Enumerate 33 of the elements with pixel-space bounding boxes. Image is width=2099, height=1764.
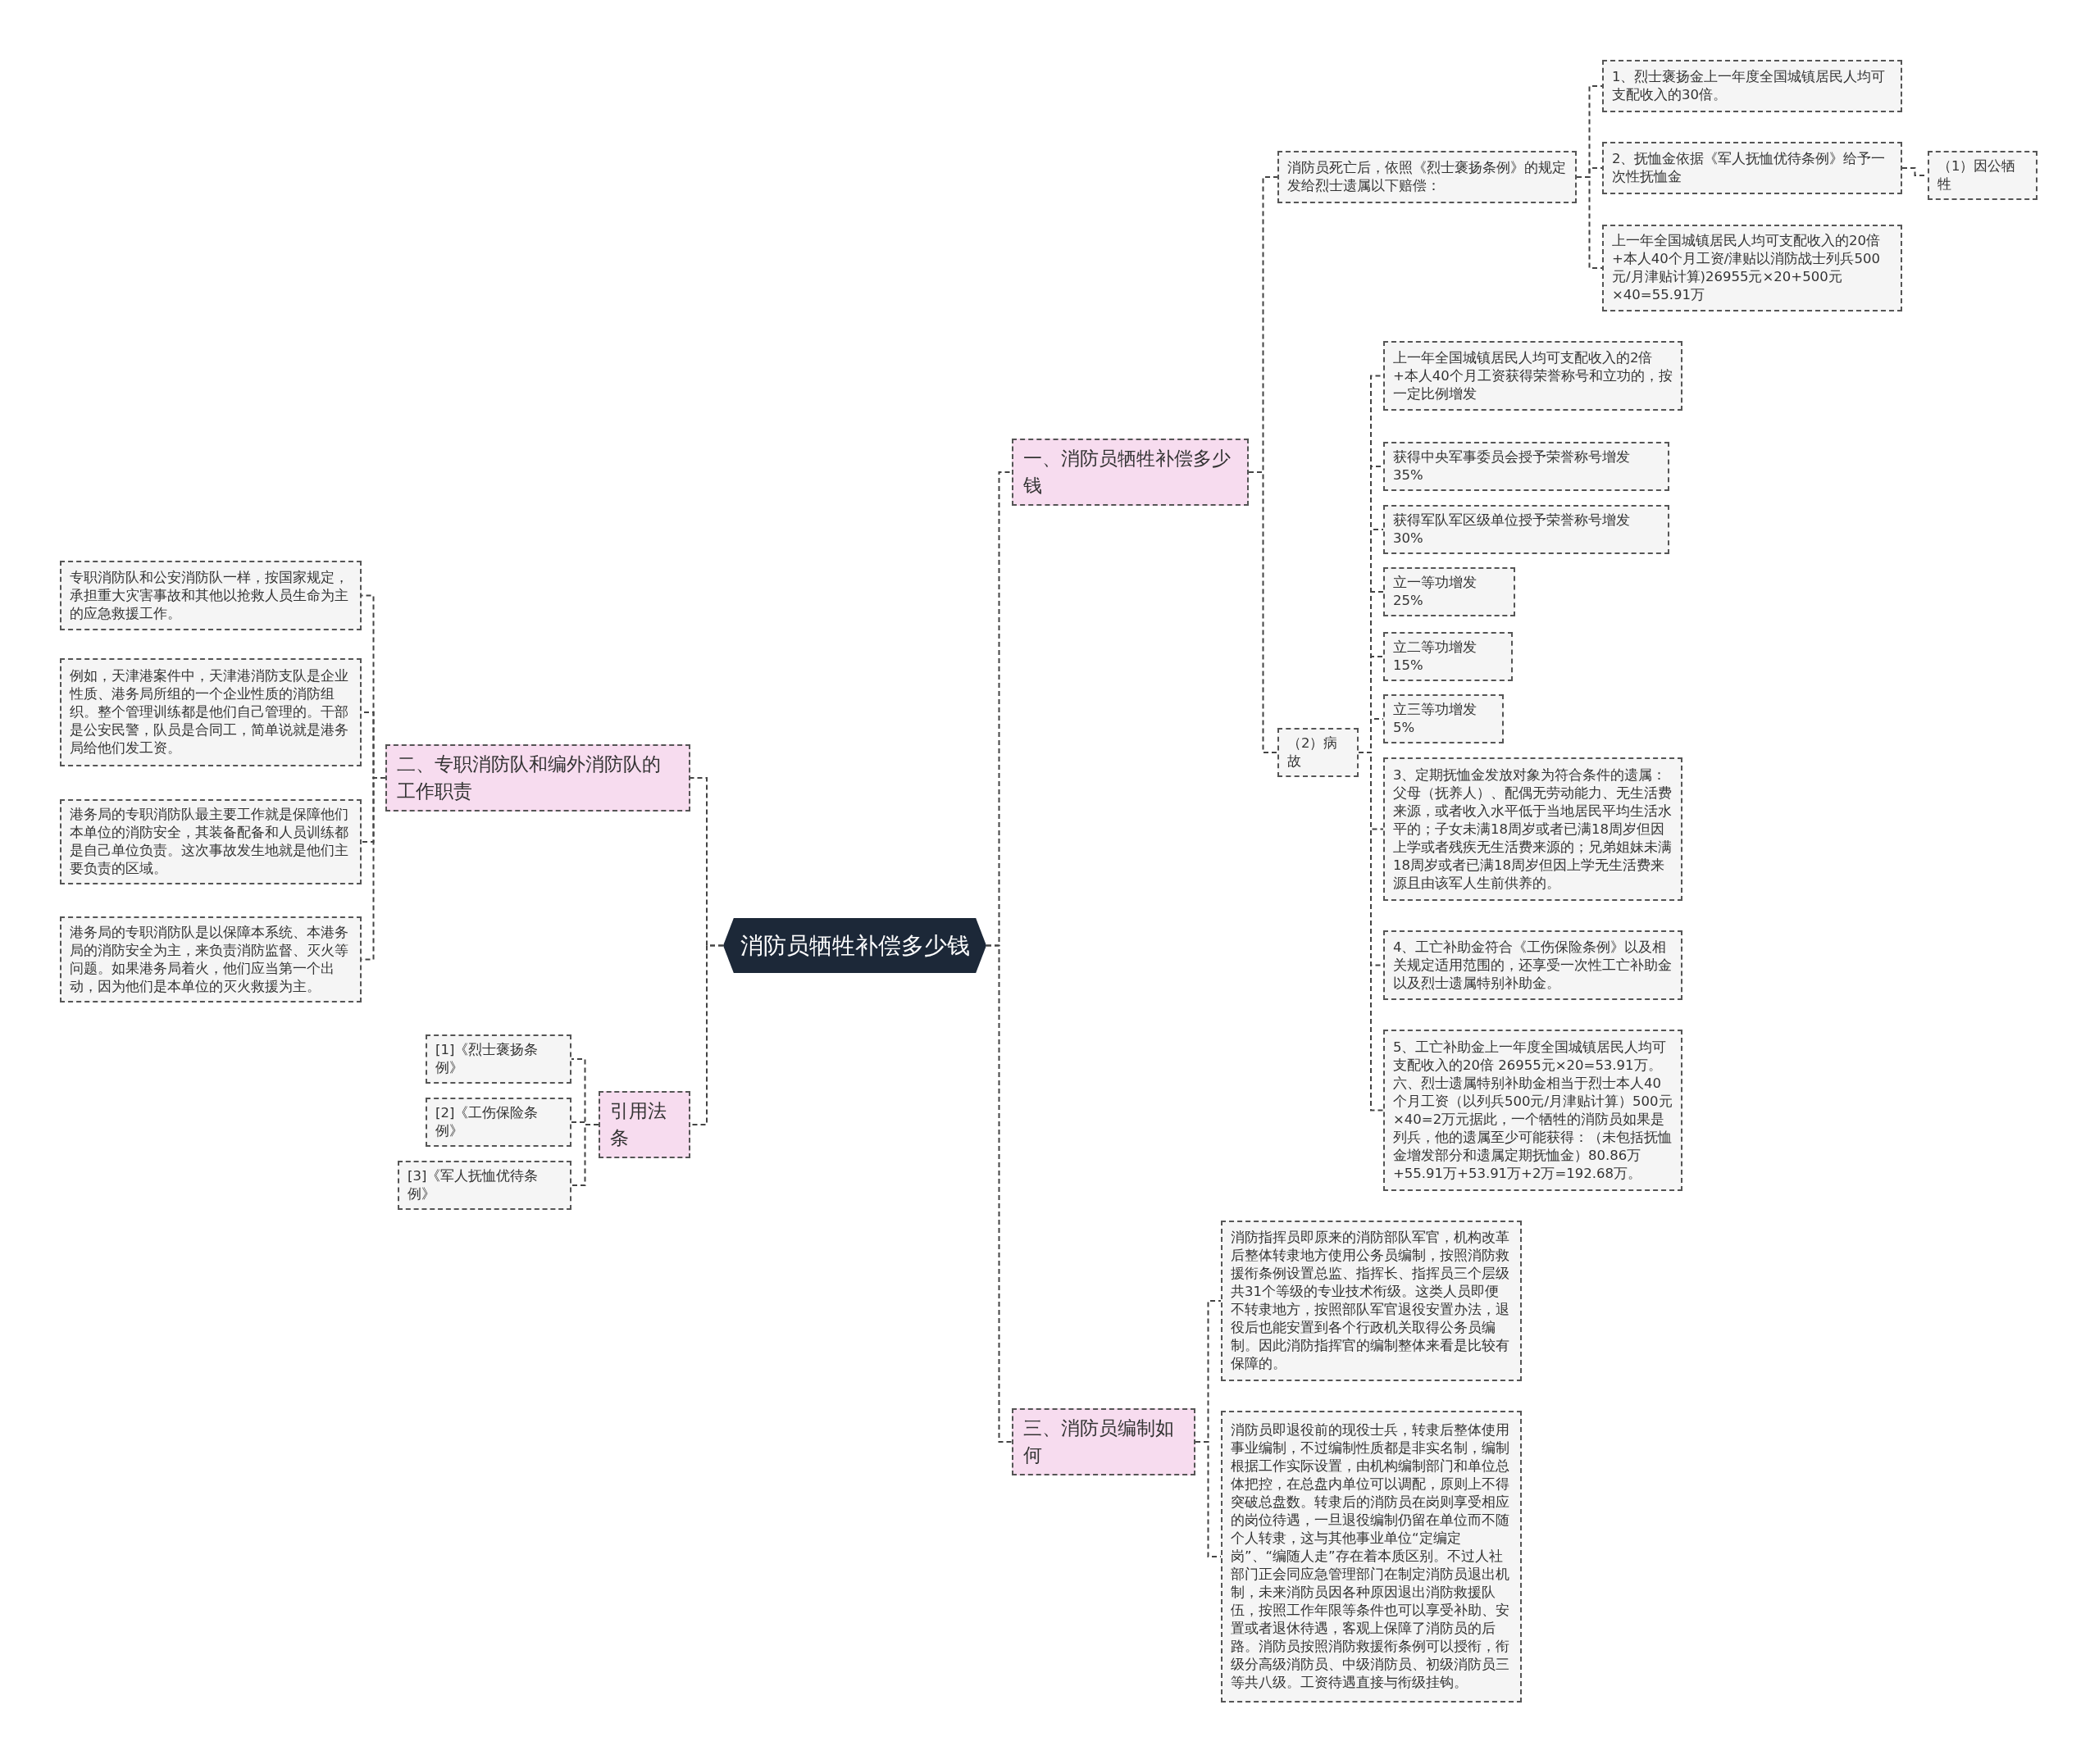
note-box: 消防指挥员即原来的消防部队军官，机构改革后整体转隶地方使用公务员编制，按照消防救援衔条例设置总监、指挥长、指挥员三个层级共31个等级的专业技术衔级。这类人员即便不转隶地方，按照部队军官退役安置办法，退役后也能安置到各个行政机关取得公务员编制。因此消防指挥官的编制整体来看是比较有保障的。 xyxy=(1221,1221,1522,1381)
connector-line xyxy=(986,944,1013,1443)
note-box: 港务局的专职消防队最主要工作就是保障他们本单位的消防安全，其装备配备和人员训练都是自己单位负责。这次事故发生地就是他们主要负责的区域。 xyxy=(60,799,362,884)
note-box: 上一年全国城镇居民人均可支配收入的20倍+本人40个月工资/津贴以消防战士列兵500元/月津贴计算)26955元×20+500元×40=55.91万 xyxy=(1602,225,1902,311)
note-box: 获得中央军事委员会授予荣誉称号增发35% xyxy=(1383,442,1669,491)
note-box: 上一年全国城镇居民人均可支配收入的2倍+本人40个月工资获得荣誉称号和立功的，按一定比例增发 xyxy=(1383,341,1682,411)
topic-box: 引用法条 xyxy=(599,1091,690,1158)
note-box: 2、抚恤金依据《军人抚恤优待条例》给予一次性抚恤金 xyxy=(1602,142,1902,194)
topic-box: 一、消防员牺牲补偿多少钱 xyxy=(1012,439,1249,506)
note-box: 消防员即退役前的现役士兵，转隶后整体使用事业编制，不过编制性质都是非实名制，编制根据工作实际设置，由机构编制部门和单位总体把控，在总盘内单位可以调配，原则上不得突破总盘数。转隶后的消防员在岗则享受相应的岗位待遇，一旦退役编制仍留在单位而不随个人转隶，这与其他事业单位“定编定岗”、“编随人走”存在着本质区别。不过人社部门正会同应急管理部门在制定消防员退出机制，未来消防员因各种原因退出消防救援队伍，按照工作年限等条件也可以享受补助、安置或者退休待遇，客观上保障了消防员的后路。消防员按照消防救援衔条例可以授衔，衔级分高级消防员、中级消防员、初级消防员三等共八级。工资待遇直接与衔级挂钩。 xyxy=(1221,1411,1522,1703)
note-box: 例如，天津港案件中，天津港消防支队是企业性质、港务局所组的一个企业性质的消防组织。整个管理训练都是他们自己管理的。干部是公安民警，队员是合同工，简单说就是港务局给他们发工资。 xyxy=(60,658,362,766)
note-box: 获得军队军区级单位授予荣誉称号增发30% xyxy=(1383,505,1669,554)
note-box: [3]《军人抚恤优待条例》 xyxy=(398,1161,571,1210)
note-box: 5、工亡补助金上一年度全国城镇居民人均可支配收入的20倍 26955元×20=53.91万。六、烈士遗属特别补助金相当于烈士本人40个月工资（以列兵500元/月津贴计算）500元×40=2万元据此，一个牺牲的消防员如果是列兵，他的遗属至少可能获得：（未包括抚恤金增发部分和遗属定期抚恤金）80.86万+55.91万+53.91万+2万=192.68万。 xyxy=(1383,1030,1682,1191)
topic-box: 三、消防员编制如何 xyxy=(1012,1408,1195,1475)
note-box: 专职消防队和公安消防队一样，按国家规定，承担重大灾害事故和其他以抢救人员生命为主的应急救援工作。 xyxy=(60,561,362,630)
note-box: 消防员死亡后，依照《烈士褒扬条例》的规定发给烈士遗属以下赔偿： xyxy=(1277,151,1577,203)
note-box: [2]《工伤保险条例》 xyxy=(426,1098,571,1147)
note-box: （1）因公牺牲 xyxy=(1928,151,2038,200)
central-topic: 消防员牺牲补偿多少钱 xyxy=(723,918,986,973)
note-box: [1]《烈士褒扬条例》 xyxy=(426,1034,571,1084)
note-box: 3、定期抚恤金发放对象为符合条件的遗属：父母（抚养人）、配偶无劳动能力、无生活费来源，或者收入水平低于当地居民平均生活水平的；子女未满18周岁或者已满18周岁但因上学或者残疾无生活费来源的；兄弟姐妹未满18周岁或者已满18周岁但因上学无生活费来源且由该军人生前供养的。 xyxy=(1383,757,1682,901)
note-box: （2）病故 xyxy=(1277,728,1359,777)
note-box: 港务局的专职消防队是以保障本系统、本港务局的消防安全为主，来负责消防监督、灭火等问题。如果港务局着火，他们应当第一个出动，因为他们是本单位的灭火救援为主。 xyxy=(60,916,362,1002)
topic-box: 二、专职消防队和编外消防队的工作职责 xyxy=(385,744,690,812)
note-box: 4、工亡补助金符合《工伤保险条例》以及相关规定适用范围的，还享受一次性工亡补助金以及烈士遗属特别补助金。 xyxy=(1383,930,1682,1000)
note-box: 立一等功增发25% xyxy=(1383,567,1515,616)
connector-line xyxy=(571,1124,599,1186)
note-box: 立三等功增发5% xyxy=(1383,694,1504,743)
connector-line xyxy=(1248,471,1278,753)
note-box: 立二等功增发15% xyxy=(1383,632,1513,681)
note-box: 1、烈士褒扬金上一年度全国城镇居民人均可支配收入的30倍。 xyxy=(1602,60,1902,112)
connector-line xyxy=(1576,176,1603,269)
